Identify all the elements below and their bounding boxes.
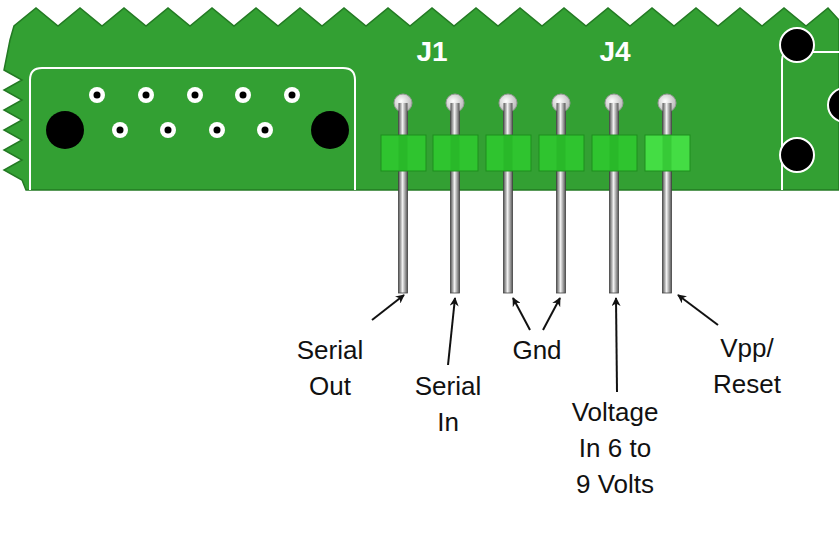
pin-header bbox=[381, 94, 690, 293]
component-holes bbox=[780, 28, 839, 172]
db9-holes bbox=[46, 92, 349, 150]
housing-shade bbox=[451, 135, 460, 171]
connector-ref: J1 bbox=[402, 34, 462, 70]
housing-shade bbox=[557, 135, 566, 171]
db9-outline bbox=[30, 68, 355, 190]
housing-shade bbox=[504, 135, 513, 171]
housing-shade bbox=[399, 135, 408, 171]
header-pin bbox=[504, 103, 513, 293]
connector-ref: J4 bbox=[585, 34, 645, 70]
housing-shade bbox=[663, 135, 672, 171]
header-housing bbox=[381, 135, 426, 171]
housing-shade bbox=[610, 135, 619, 171]
header-pin bbox=[451, 103, 460, 293]
pin-name: Voltage In 6 to 9 Volts bbox=[569, 394, 661, 502]
header-pin bbox=[663, 103, 672, 293]
header-housing bbox=[645, 135, 690, 171]
header-housing bbox=[592, 135, 637, 171]
header-housing bbox=[486, 135, 531, 171]
pin-name: Serial Out bbox=[285, 332, 375, 404]
pin-name: Vpp/ Reset bbox=[697, 330, 797, 402]
header-housing bbox=[539, 135, 584, 171]
header-pin bbox=[399, 103, 408, 293]
header-pin bbox=[557, 103, 566, 293]
header-pin bbox=[610, 103, 619, 293]
pin-name: Serial In bbox=[403, 368, 493, 440]
header-housing bbox=[433, 135, 478, 171]
pcb-board bbox=[4, 8, 839, 190]
pin-name: Gnd bbox=[502, 332, 572, 368]
db9-pads bbox=[89, 87, 300, 138]
